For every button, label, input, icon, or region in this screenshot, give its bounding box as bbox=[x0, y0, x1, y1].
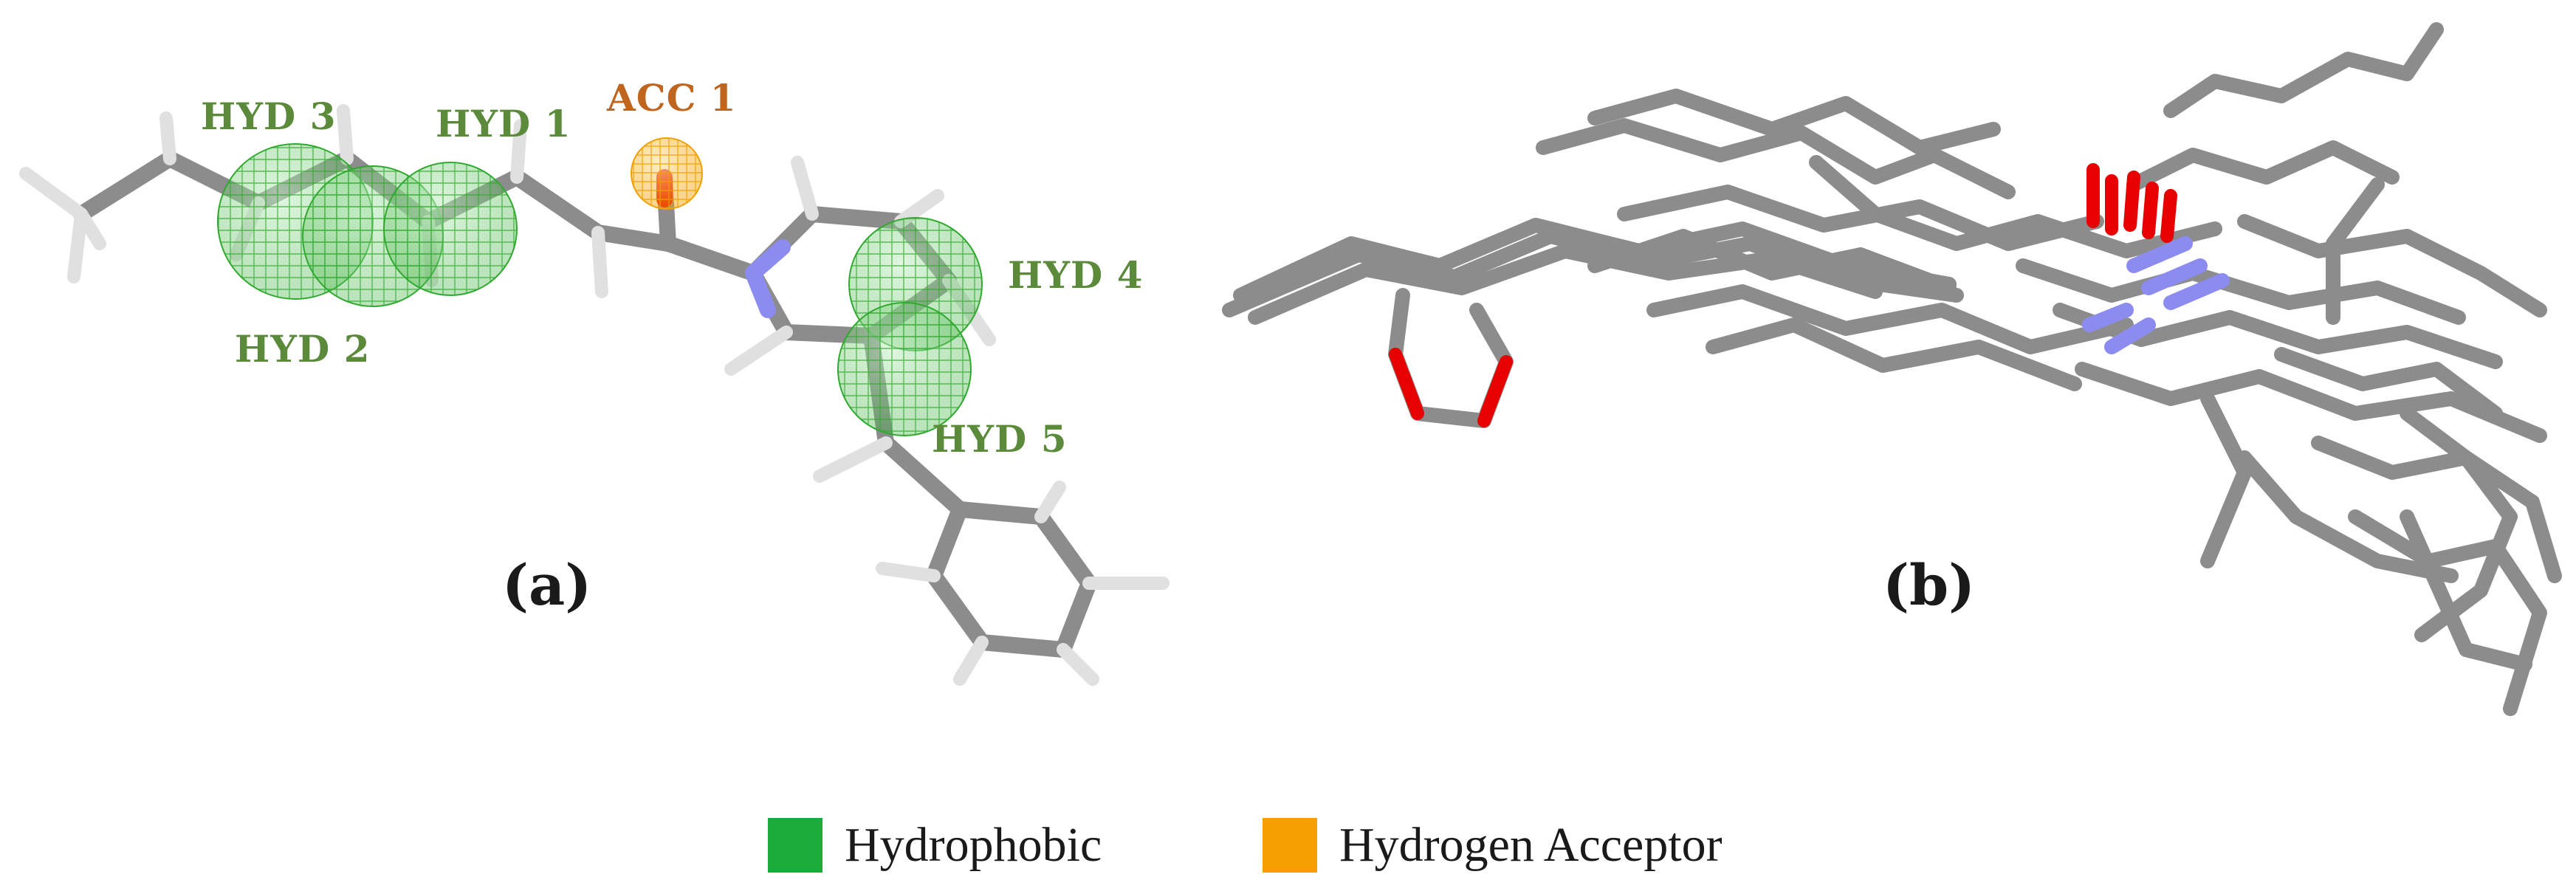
legend: Hydrophobic Hydrogen Acceptor bbox=[0, 812, 2576, 878]
label-hyd4: HYD 4 bbox=[1008, 253, 1144, 297]
nitrogen-atoms bbox=[2082, 236, 2230, 354]
legend-item-acceptor: Hydrogen Acceptor bbox=[1263, 812, 1723, 878]
panel-b: (b) bbox=[1211, 0, 2576, 738]
panel-a-label: (a) bbox=[502, 552, 592, 618]
label-hyd5: HYD 5 bbox=[932, 417, 1068, 461]
label-hyd2: HYD 2 bbox=[235, 327, 371, 371]
hydrophobic-spheres bbox=[217, 143, 983, 436]
aligned-conformers bbox=[1222, 22, 2562, 716]
hydrophobic-swatch bbox=[768, 818, 822, 873]
label-hyd3: HYD 3 bbox=[201, 94, 337, 138]
label-acc1: ACC 1 bbox=[606, 76, 737, 120]
panel-b-label: (b) bbox=[1883, 552, 1976, 618]
ligand-hydrogens bbox=[19, 104, 1169, 686]
oxygen-atoms bbox=[2086, 163, 2177, 243]
molecule-a-svg: HYD 3 HYD 1 ACC 1 HYD 2 HYD 4 HYD 5 bbox=[19, 76, 1169, 686]
legend-item-hydrophobic: Hydrophobic bbox=[768, 812, 1102, 878]
dioxole-ring bbox=[1389, 348, 1513, 427]
molecule-b-svg bbox=[1222, 22, 2562, 716]
legend-label-acceptor: Hydrogen Acceptor bbox=[1339, 818, 1723, 872]
label-hyd1: HYD 1 bbox=[436, 102, 571, 145]
acceptor-sphere bbox=[631, 137, 703, 210]
panel-a: HYD 3 HYD 1 ACC 1 HYD 2 HYD 4 HYD 5 (a) bbox=[0, 0, 1270, 738]
legend-label-hydrophobic: Hydrophobic bbox=[845, 818, 1102, 872]
acceptor-swatch bbox=[1263, 818, 1317, 873]
